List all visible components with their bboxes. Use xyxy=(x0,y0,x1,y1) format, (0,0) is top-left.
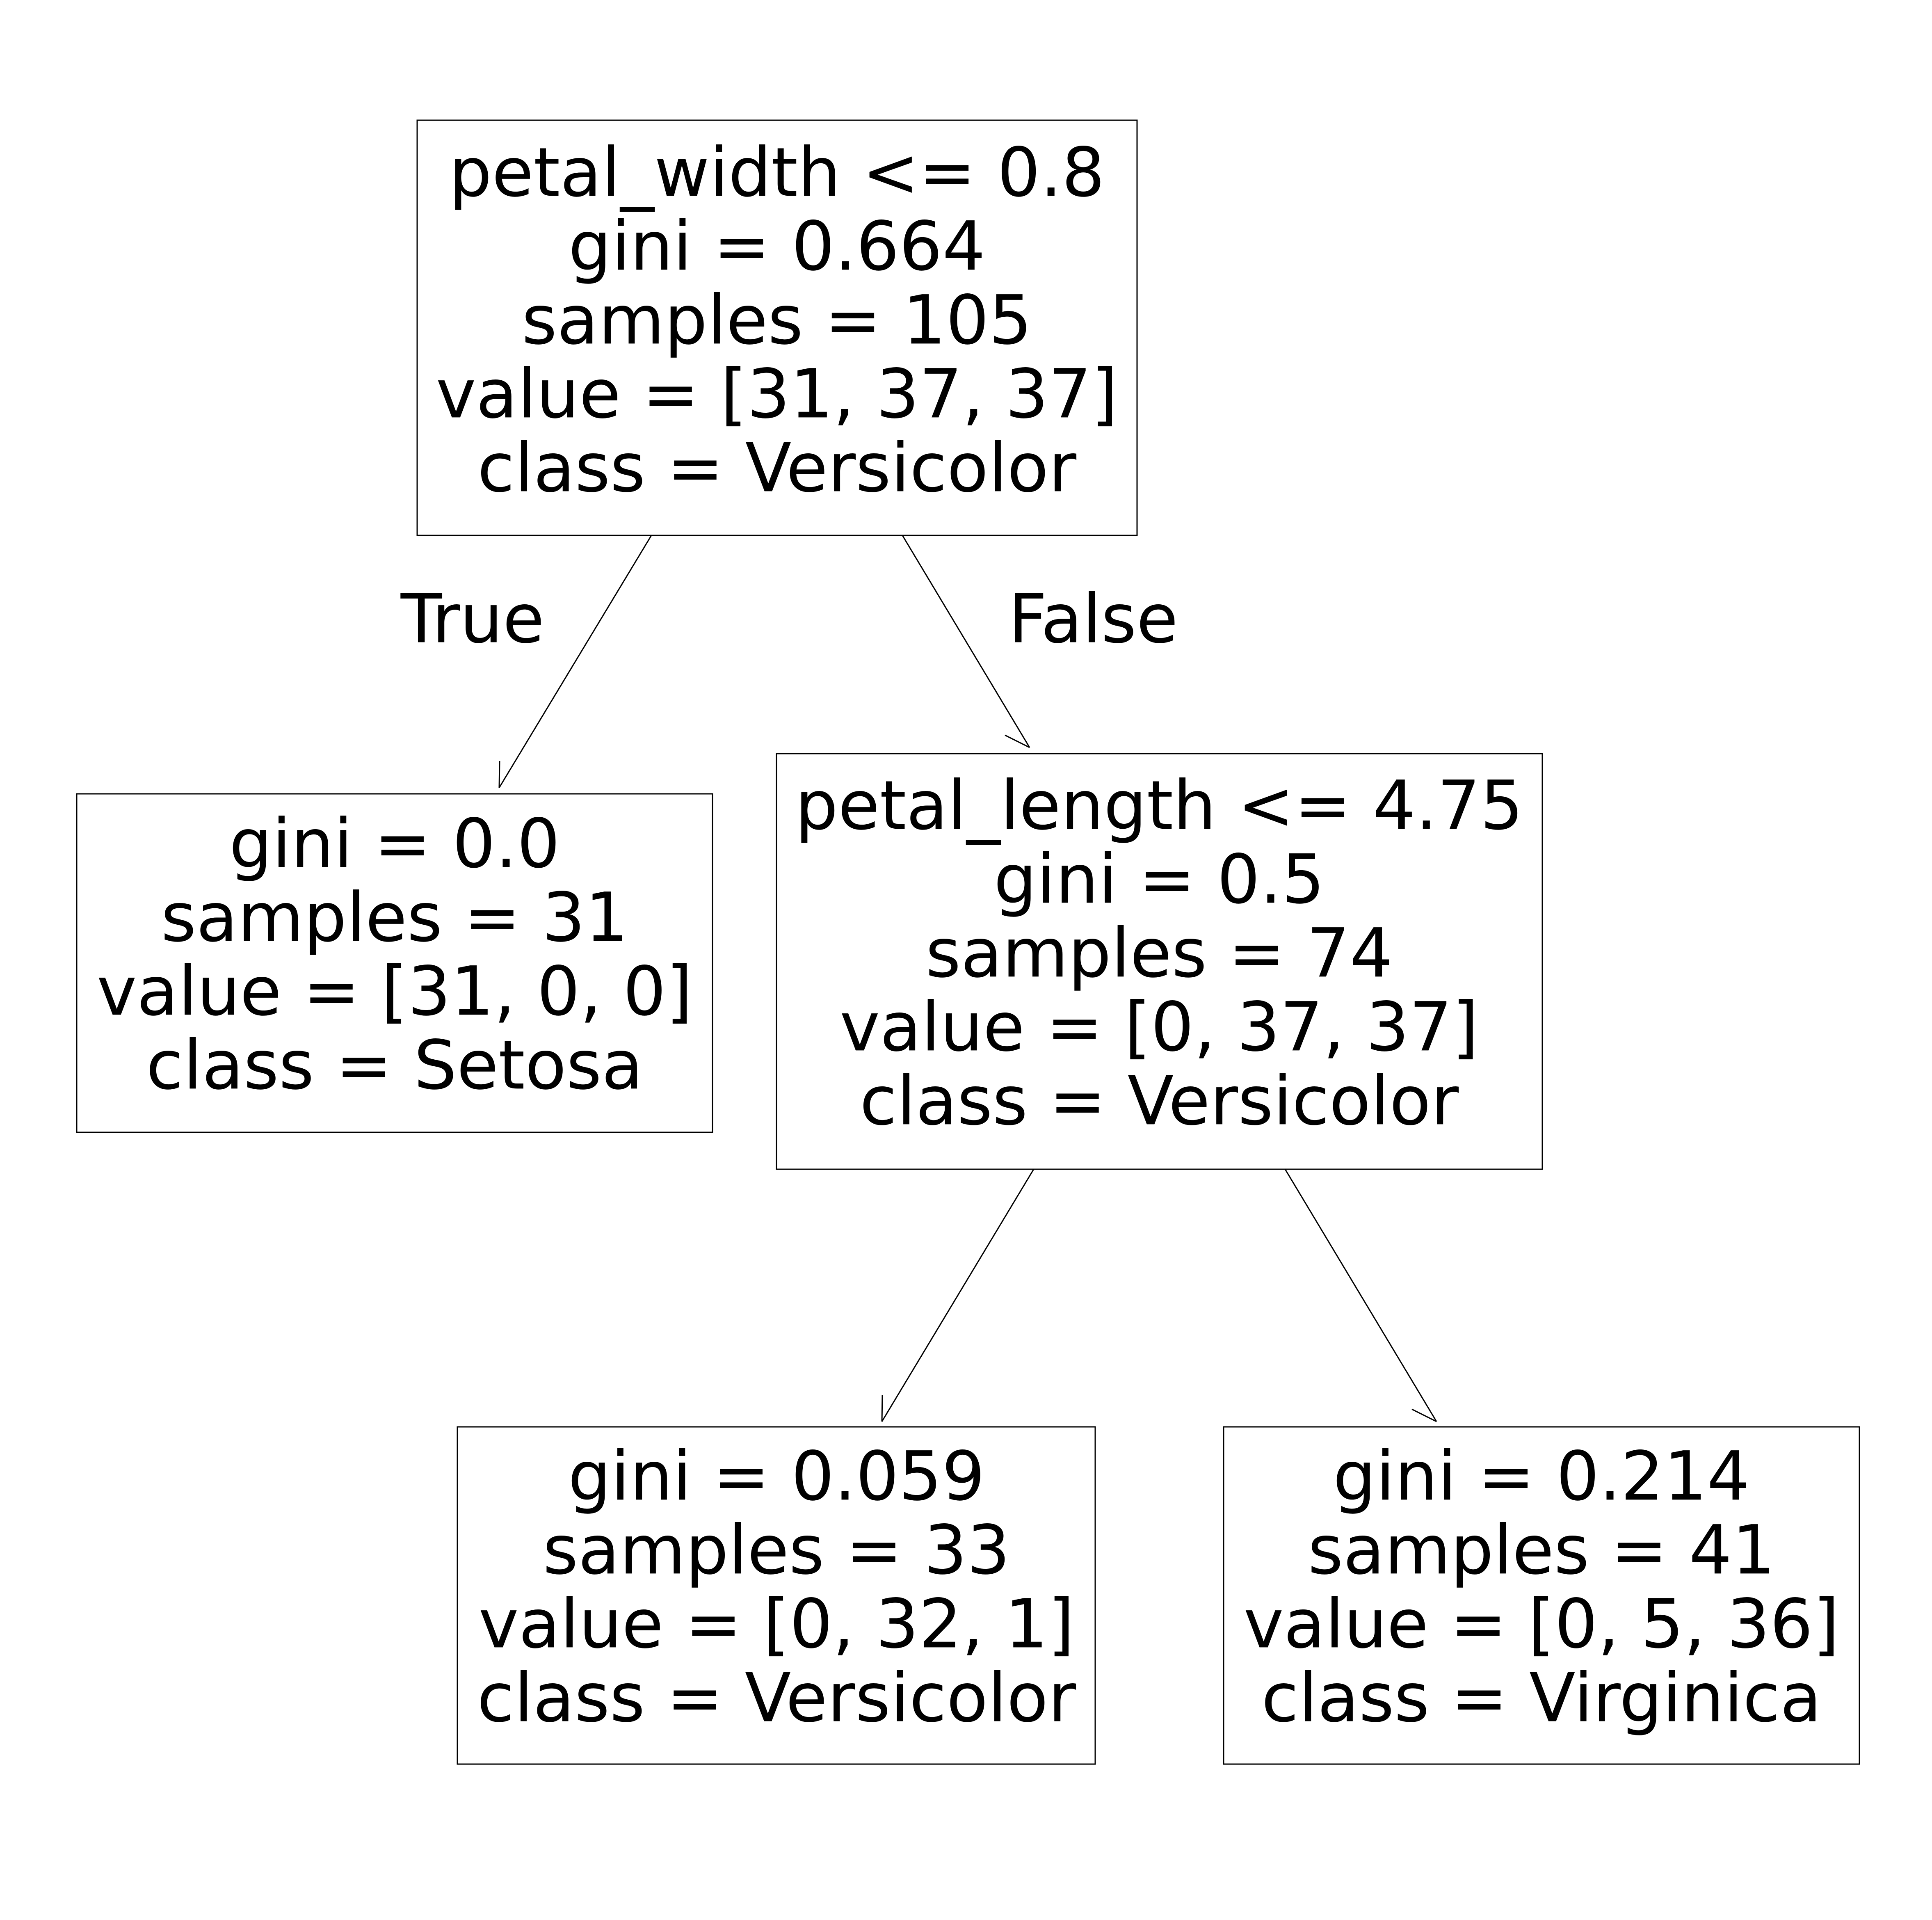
node-right-split-condition: petal_length <= 4.75 xyxy=(795,766,1523,845)
node-root-split-condition: petal_width <= 0.8 xyxy=(449,133,1105,212)
node-right-split-class: class = Versicolor xyxy=(860,1061,1459,1140)
node-bottom-left-leaf-gini: gini = 0.059 xyxy=(568,1437,985,1515)
node-left-leaf-gini: gini = 0.0 xyxy=(229,804,560,883)
node-root: petal_width <= 0.8 gini = 0.664 samples … xyxy=(416,119,1138,536)
edge-label-true: True xyxy=(400,579,544,658)
node-right-split: petal_length <= 4.75 gini = 0.5 samples … xyxy=(776,753,1543,1170)
node-right-split-box xyxy=(776,753,1543,1170)
node-left-leaf-class: class = Setosa xyxy=(146,1026,643,1104)
node-left-leaf: gini = 0.0 samples = 31 value = [31, 0, … xyxy=(76,793,713,1133)
node-right-split-value: value = [0, 37, 37] xyxy=(840,987,1478,1066)
node-left-leaf-box xyxy=(76,793,713,1133)
edge-root-to-right-split xyxy=(902,535,1030,748)
node-bottom-right-leaf-value: value = [0, 5, 36] xyxy=(1244,1584,1839,1663)
node-bottom-right-leaf-gini: gini = 0.214 xyxy=(1333,1437,1750,1515)
edge-root-to-left-leaf xyxy=(498,535,652,788)
node-bottom-left-leaf-value: value = [0, 32, 1] xyxy=(479,1584,1074,1663)
node-bottom-right-leaf-box xyxy=(1223,1426,1860,1765)
node-root-box xyxy=(416,119,1138,536)
edge-right-split-to-bottom-right-leaf xyxy=(1284,1169,1437,1422)
node-root-class: class = Versicolor xyxy=(477,428,1076,507)
edge-right-split-to-bottom-left-leaf xyxy=(881,1169,1035,1422)
node-bottom-right-leaf: gini = 0.214 samples = 41 value = [0, 5,… xyxy=(1223,1426,1860,1765)
edge-label-false: False xyxy=(1008,579,1178,658)
node-bottom-left-leaf-class: class = Versicolor xyxy=(477,1658,1076,1737)
node-bottom-right-leaf-samples: samples = 41 xyxy=(1308,1511,1775,1589)
tree-edges xyxy=(498,535,1437,1422)
node-root-gini: gini = 0.664 xyxy=(569,207,986,286)
node-bottom-right-leaf-class: class = Virginica xyxy=(1261,1658,1822,1737)
node-right-split-samples: samples = 74 xyxy=(926,914,1393,992)
node-bottom-left-leaf-box xyxy=(457,1426,1096,1765)
node-right-split-gini: gini = 0.5 xyxy=(994,840,1325,919)
node-left-leaf-samples: samples = 31 xyxy=(161,878,628,957)
node-bottom-left-leaf: gini = 0.059 samples = 33 value = [0, 32… xyxy=(457,1426,1096,1765)
node-left-leaf-value: value = [31, 0, 0] xyxy=(97,952,692,1031)
node-root-samples: samples = 105 xyxy=(522,281,1032,359)
node-bottom-left-leaf-samples: samples = 33 xyxy=(543,1511,1010,1589)
node-root-value: value = [31, 37, 37] xyxy=(436,354,1118,433)
